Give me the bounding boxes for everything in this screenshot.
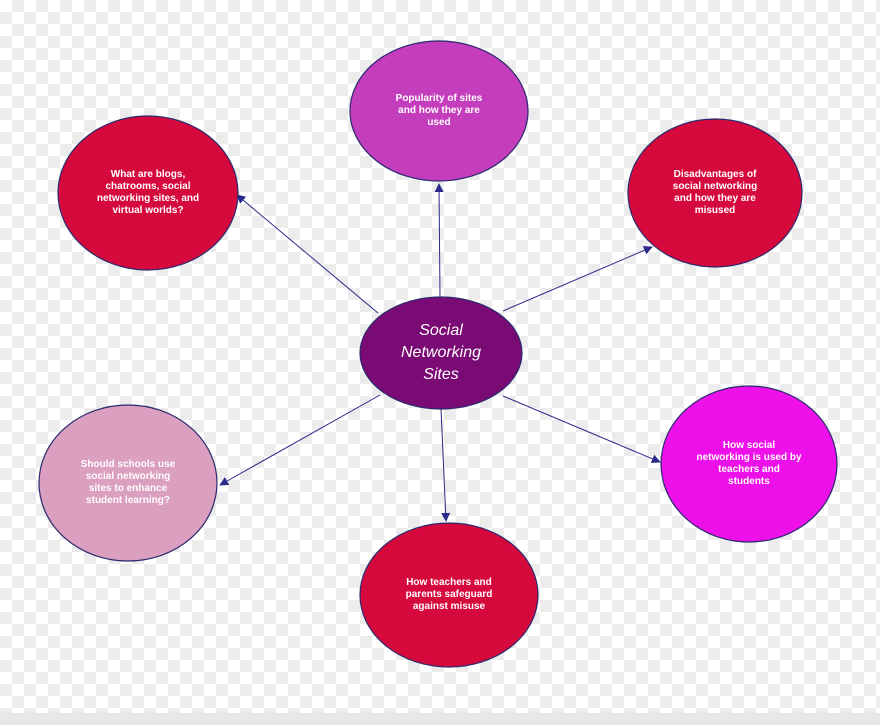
edge-arrow-schools <box>219 394 381 486</box>
edge-arrow-popularity <box>434 183 444 298</box>
edge-arrow-blogs <box>236 194 379 314</box>
node-ellipse-safeguard <box>359 522 539 668</box>
edge-arrow-teachers-students <box>502 395 661 464</box>
node-ellipse-popularity <box>349 40 529 182</box>
edge-arrow-safeguard <box>440 408 451 522</box>
bottom-strip <box>0 713 880 725</box>
node-ellipse-teachers-students <box>660 385 838 543</box>
edge-arrow-disadvantages <box>502 246 653 312</box>
node-central-ellipse <box>359 296 523 410</box>
node-ellipse-disadvantages <box>627 118 803 268</box>
node-ellipse-schools <box>38 404 218 562</box>
node-ellipse-blogs <box>57 115 239 271</box>
